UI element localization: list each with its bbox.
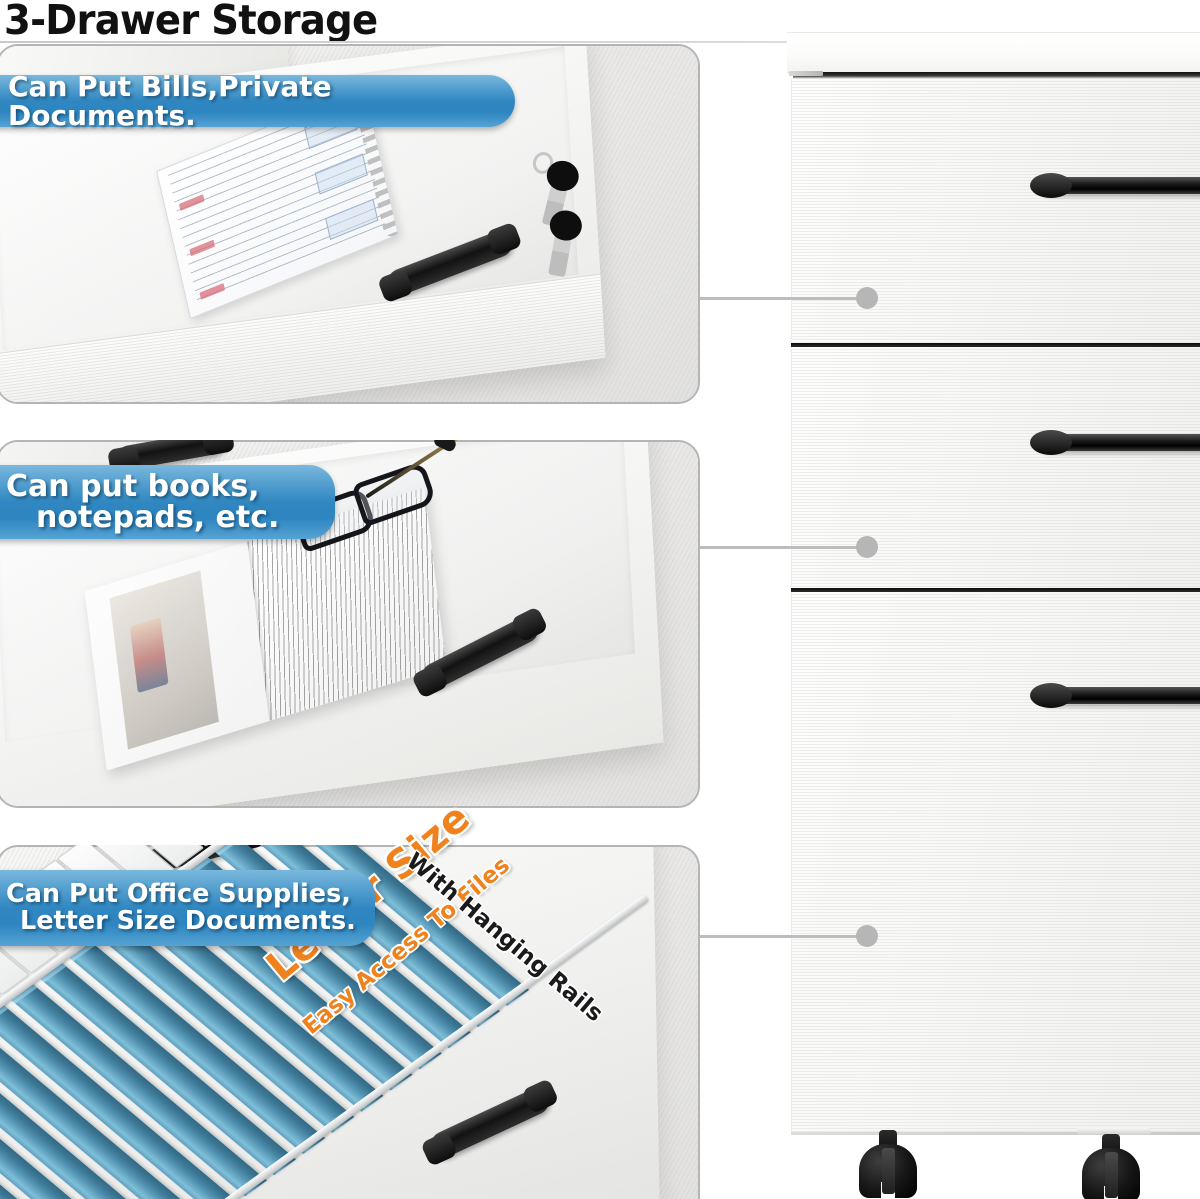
connector-line-2	[700, 546, 870, 549]
callout-line: Letter Size Documents.	[20, 906, 356, 936]
caster-wheel	[1082, 1134, 1140, 1199]
callout-books: Can put books, notepads, etc.	[0, 465, 335, 539]
magazine-left-page	[84, 541, 270, 771]
cabinet-drawer-2-handle	[1030, 430, 1200, 455]
cabinet-drawer-3	[791, 592, 1200, 1132]
file-cabinet	[787, 32, 1200, 1199]
callout-line: Can Put Office Supplies,	[6, 879, 351, 910]
connector-dot-3	[856, 925, 878, 947]
caster-brake	[882, 1148, 895, 1194]
connector-dot-1	[856, 287, 878, 309]
cabinet-drawer-2	[791, 347, 1200, 590]
eyeglass-lens	[350, 460, 438, 528]
cabinet-top-surface	[787, 32, 1200, 72]
callout-files: Can Put Office Supplies, Letter Size Doc…	[0, 870, 375, 946]
cabinet-top-shadow	[793, 72, 1200, 79]
cabinet-drawer-3-handle	[1030, 683, 1200, 708]
drawer-seam	[791, 343, 1200, 347]
callout-documents: Can Put Bills,Private Documents.	[0, 69, 515, 132]
connector-dot-2	[856, 536, 878, 558]
callout-line: Can Put Bills,Private Documents.	[8, 69, 332, 132]
connector-line-3	[700, 935, 870, 938]
title-divider	[0, 41, 1200, 43]
magazine-interior-photo	[109, 570, 220, 750]
cabinet-base-edge	[791, 1132, 1200, 1135]
connector-line-1	[700, 297, 870, 300]
caster-brake	[1105, 1152, 1118, 1198]
drawer-handle	[376, 221, 523, 304]
callout-line: Can put books,	[6, 468, 260, 504]
caster-wheel	[859, 1130, 917, 1198]
cabinet-key	[547, 207, 585, 278]
drawer-seam	[791, 588, 1200, 592]
caster-mount-plate	[1077, 1128, 1151, 1135]
cabinet-drawer-1	[791, 79, 1200, 345]
callout-line: notepads, etc.	[36, 500, 280, 535]
cabinet-drawer-1-handle	[1030, 173, 1200, 198]
cabinet-top-trim	[789, 71, 823, 76]
page-title: 3-Drawer Storage	[4, 0, 378, 44]
